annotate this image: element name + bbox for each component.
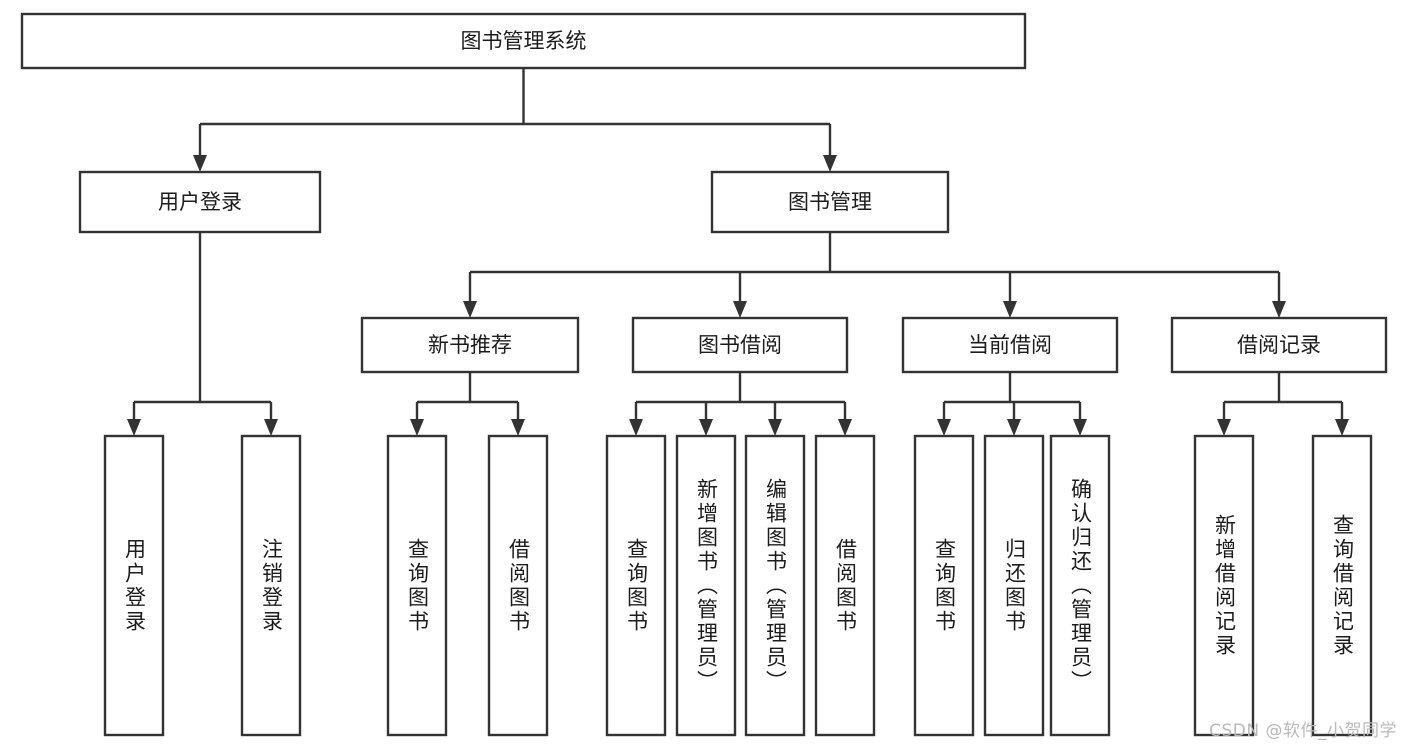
node-box-leaf-query-book-3[interactable] — [913, 434, 975, 737]
arrow-head-icon — [193, 155, 207, 172]
node-box-leaf-query-book-1[interactable] — [386, 434, 448, 737]
node-box-user-login[interactable] — [78, 170, 322, 234]
arrow-head-icon — [1073, 419, 1087, 436]
node-label-borrow-record: 借阅记录 — [1237, 333, 1321, 357]
node-box-borrow-record[interactable] — [1170, 316, 1388, 374]
node-box-leaf-return-book[interactable] — [983, 434, 1045, 737]
node-label-root: 图书管理系统 — [461, 29, 587, 53]
arrow-head-icon — [127, 419, 141, 436]
arrow-head-icon — [410, 419, 424, 436]
edges-layer — [127, 68, 1349, 436]
node-label-current-borrow: 当前借阅 — [968, 333, 1052, 357]
node-box-leaf-add-record[interactable] — [1193, 434, 1255, 737]
node-box-new-book-recommend[interactable] — [360, 316, 580, 374]
arrow-head-icon — [733, 301, 747, 318]
arrow-head-icon — [699, 419, 713, 436]
node-box-leaf-query-book-2[interactable] — [605, 434, 667, 737]
arrow-head-icon — [511, 419, 525, 436]
node-box-root[interactable] — [20, 12, 1027, 70]
watermark-text: CSDN @软件_小贺同学 — [1209, 721, 1397, 741]
node-box-leaf-add-book[interactable] — [675, 434, 737, 737]
arrow-head-icon — [1003, 301, 1017, 318]
node-box-book-borrow[interactable] — [631, 316, 849, 374]
arrow-head-icon — [1217, 419, 1231, 436]
node-label-book-manage: 图书管理 — [788, 190, 872, 214]
arrow-head-icon — [823, 155, 837, 172]
arrow-head-icon — [629, 419, 643, 436]
node-box-current-borrow[interactable] — [901, 316, 1119, 374]
node-box-leaf-borrow-book-1[interactable] — [487, 434, 549, 737]
node-box-leaf-borrow-book-2[interactable] — [814, 434, 876, 737]
node-box-leaf-user-logout[interactable] — [240, 434, 302, 737]
arrow-head-icon — [1335, 419, 1349, 436]
node-box-book-manage[interactable] — [710, 170, 950, 234]
arrow-head-icon — [937, 419, 951, 436]
node-box-leaf-edit-book[interactable] — [744, 434, 806, 737]
node-label-user-login: 用户登录 — [158, 190, 242, 214]
node-box-leaf-confirm-return[interactable] — [1049, 434, 1111, 737]
arrow-head-icon — [1007, 419, 1021, 436]
arrow-head-icon — [768, 419, 782, 436]
arrow-head-icon — [463, 301, 477, 318]
node-label-book-borrow: 图书借阅 — [698, 333, 782, 357]
node-box-leaf-user-login[interactable] — [103, 434, 165, 737]
arrow-head-icon — [1272, 301, 1286, 318]
arrow-head-icon — [838, 419, 852, 436]
boxes-layer — [20, 12, 1388, 737]
node-box-leaf-query-record[interactable] — [1311, 434, 1373, 737]
node-label-new-book-recommend: 新书推荐 — [428, 333, 512, 357]
arrow-head-icon — [264, 419, 278, 436]
